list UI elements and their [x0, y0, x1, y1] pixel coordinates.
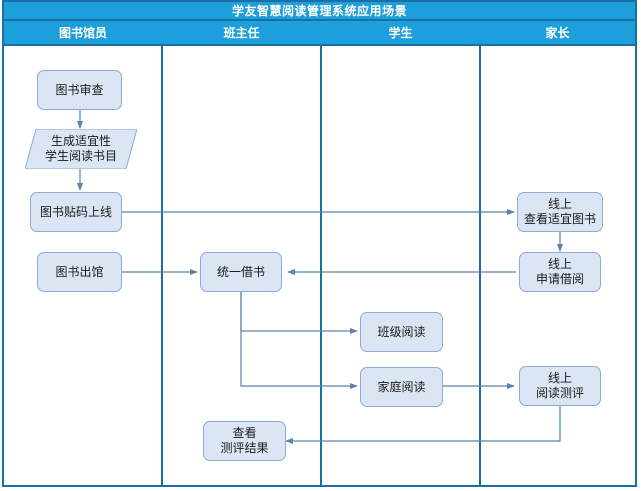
node-online-view-books-line2: 查看适宜图书 — [523, 212, 596, 226]
node-online-reading-test-line2: 阅读测评 — [535, 386, 584, 400]
node-book-review[interactable]: 图书审查 — [37, 70, 122, 110]
node-generate-booklist[interactable]: 生成适宜性 学生阅读书目 — [25, 129, 137, 169]
diagram-title: 学友智慧阅读管理系统应用场景 — [4, 2, 635, 19]
header-bottom-border — [4, 44, 635, 46]
node-view-test-result[interactable]: 查看 测评结果 — [203, 421, 286, 461]
node-generate-booklist-label: 生成适宜性 学生阅读书目 — [25, 134, 137, 164]
node-view-test-result-line2: 测评结果 — [220, 441, 269, 455]
node-online-apply-borrow-line2: 申请借阅 — [535, 272, 584, 286]
lane-header-row: 图书馆员 班主任 学生 家长 — [4, 21, 635, 44]
lane-header-librarian: 图书馆员 — [58, 26, 107, 40]
node-view-test-result-line1: 查看 — [232, 426, 257, 440]
node-generate-booklist-line2: 学生阅读书目 — [44, 149, 117, 163]
lane-header-teacher: 班主任 — [223, 26, 260, 40]
node-generate-booklist-line1: 生成适宜性 — [50, 134, 111, 148]
node-online-view-books[interactable]: 线上 查看适宜图书 — [517, 192, 603, 232]
lane-header-student: 学生 — [388, 26, 413, 40]
node-online-apply-borrow[interactable]: 线上 申请借阅 — [519, 252, 601, 292]
node-family-reading[interactable]: 家庭阅读 — [360, 367, 443, 407]
node-class-reading[interactable]: 班级阅读 — [360, 312, 443, 352]
node-unified-borrow[interactable]: 统一借书 — [200, 252, 282, 292]
title-separator — [4, 19, 635, 21]
parallelogram-shape — [25, 129, 137, 169]
node-online-view-books-line1: 线上 — [547, 197, 572, 211]
node-online-reading-test-line1: 线上 — [547, 371, 572, 385]
node-book-out[interactable]: 图书出馆 — [37, 252, 122, 292]
lane-divider-2 — [320, 44, 322, 487]
node-book-tag-online[interactable]: 图书贴码上线 — [30, 192, 122, 232]
node-online-apply-borrow-line1: 线上 — [547, 257, 572, 271]
lane-divider-3 — [479, 44, 481, 487]
lane-header-parent: 家长 — [545, 26, 570, 40]
lane-divider-1 — [161, 44, 163, 487]
node-online-reading-test[interactable]: 线上 阅读测评 — [519, 366, 601, 406]
